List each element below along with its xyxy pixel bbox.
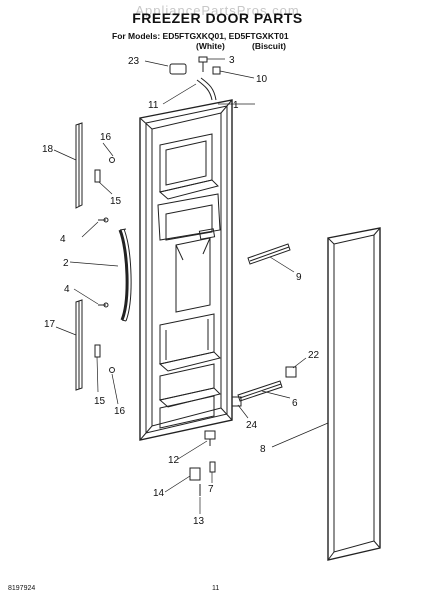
door-gasket	[327, 227, 381, 561]
callout-17: 17	[44, 319, 56, 330]
handle-screws	[98, 217, 109, 308]
leader-lines	[53, 58, 329, 514]
watermark-text: AppliancePartsPros.com	[135, 3, 300, 18]
document-number: 8197924	[8, 585, 36, 592]
trim-end-caps	[94, 157, 115, 373]
models-line: For Models: ED5FTGXKQ01, ED5FTGXKT01	[112, 31, 289, 41]
diagram-title: FREEZER DOOR PARTS	[132, 10, 303, 26]
callout-4a: 4	[60, 234, 66, 245]
callout-18: 18	[42, 144, 54, 155]
door-handle	[118, 228, 132, 322]
callout-16a: 16	[100, 132, 112, 143]
callout-23: 23	[128, 56, 140, 67]
callout-6: 6	[292, 398, 298, 409]
callout-22: 22	[308, 350, 320, 361]
callout-2: 2	[63, 258, 69, 269]
variant-biscuit: (Biscuit)	[252, 41, 286, 51]
door-panel	[139, 99, 233, 441]
callout-1: 1	[233, 100, 239, 111]
callout-labels: 1 2 3 4 4 6 7 8 9 10 11 12 13 14 15 15 1…	[42, 55, 320, 527]
callout-4b: 4	[64, 284, 70, 295]
callout-16b: 16	[114, 406, 126, 417]
callout-9: 9	[296, 272, 302, 283]
callout-10: 10	[256, 74, 268, 85]
bottom-hinge-parts	[189, 430, 216, 496]
page-number: 11	[212, 585, 220, 592]
callout-7: 7	[208, 484, 214, 495]
callout-3: 3	[229, 55, 235, 66]
callout-24: 24	[246, 420, 258, 431]
callout-13: 13	[193, 516, 205, 527]
shelf-rails	[231, 243, 297, 407]
side-trims	[75, 122, 83, 391]
callout-11: 11	[148, 100, 159, 111]
callout-15b: 15	[94, 396, 106, 407]
top-hinge-parts	[169, 56, 221, 101]
variant-white: (White)	[196, 41, 225, 51]
callout-15a: 15	[110, 196, 122, 207]
callout-8: 8	[260, 444, 266, 455]
callout-12: 12	[168, 455, 180, 466]
callout-14: 14	[153, 488, 165, 499]
